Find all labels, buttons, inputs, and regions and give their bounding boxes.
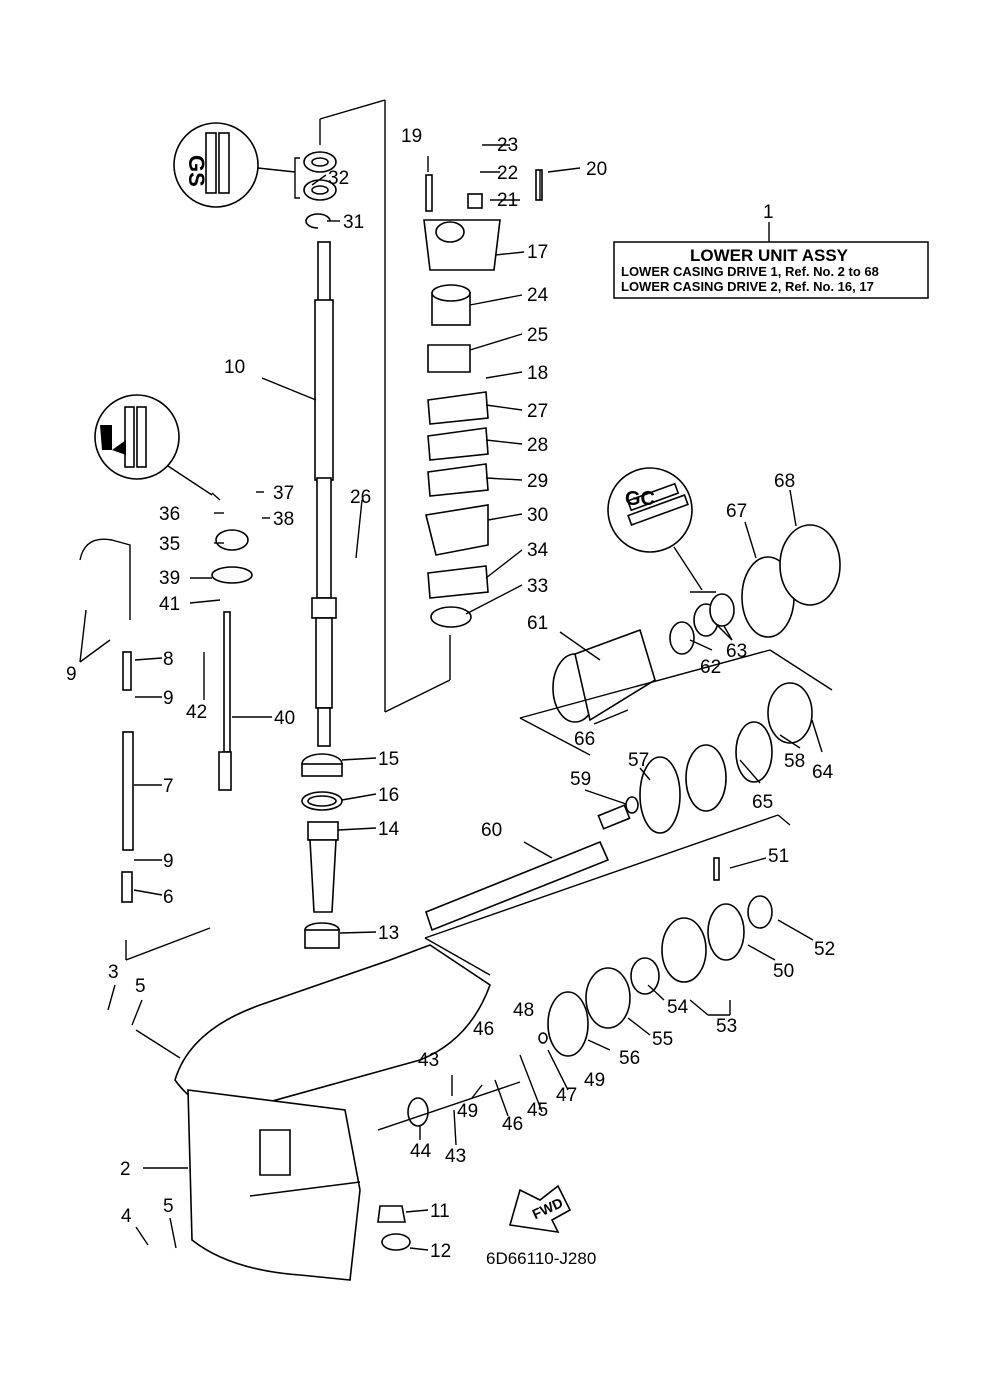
- legend-box: 1 LOWER UNIT ASSY LOWER CASING DRIVE 1, …: [613, 202, 929, 299]
- callout-27: 27: [527, 401, 548, 422]
- callout-49-left: 49: [457, 1101, 478, 1122]
- callout-10: 10: [224, 357, 245, 378]
- callout-68: 68: [774, 471, 795, 492]
- callout-9-b: 9: [163, 688, 174, 709]
- callout-3: 3: [108, 962, 119, 983]
- callout-43-bottom: 43: [445, 1146, 466, 1167]
- callout-9-c: 9: [163, 851, 174, 872]
- callout-25: 25: [527, 325, 548, 346]
- legend-ref-number: 1: [763, 202, 774, 223]
- sealant-icon-left: [94, 394, 221, 501]
- callout-60: 60: [481, 820, 502, 841]
- propeller-shaft: [425, 804, 631, 932]
- driveshaft-frame: [319, 99, 451, 713]
- callout-61: 61: [527, 613, 548, 634]
- gear-parts-right: [377, 524, 841, 1251]
- callout-53: 53: [716, 1016, 737, 1037]
- lower-casing: [174, 944, 491, 1281]
- callout-62: 62: [700, 657, 721, 678]
- callout-18: 18: [527, 363, 548, 384]
- callout-20: 20: [586, 159, 607, 180]
- callout-37: 37: [273, 483, 294, 504]
- grease-icon-top: GS: [173, 122, 300, 208]
- callout-11: 11: [430, 1201, 450, 1222]
- callout-17: 17: [527, 242, 548, 263]
- fwd-arrow: FWD: [508, 1184, 572, 1234]
- callout-4: 4: [121, 1206, 132, 1227]
- callout-51: 51: [768, 846, 789, 867]
- callout-41: 41: [159, 594, 180, 615]
- callout-34: 34: [527, 540, 549, 561]
- callout-55: 55: [652, 1029, 673, 1050]
- callout-65: 65: [752, 792, 773, 813]
- callout-63: 63: [726, 641, 747, 662]
- callout-5-bottom: 5: [163, 1196, 174, 1217]
- callout-44: 44: [410, 1141, 432, 1162]
- callout-43-top: 43: [418, 1050, 439, 1071]
- oil-seals: [303, 151, 337, 229]
- shaft-bearings: [301, 753, 343, 949]
- callout-8: 8: [163, 649, 174, 670]
- callout-31: 31: [343, 212, 364, 233]
- callout-47: 47: [556, 1085, 577, 1106]
- callout-58: 58: [784, 751, 805, 772]
- callout-45: 45: [527, 1100, 548, 1121]
- callout-50: 50: [773, 961, 794, 982]
- callout-23: 23: [497, 135, 518, 156]
- callout-13: 13: [378, 923, 399, 944]
- callout-39: 39: [159, 568, 180, 589]
- callout-54: 54: [667, 997, 689, 1018]
- legend-line-2: LOWER CASING DRIVE 2, Ref. No. 16, 17: [621, 279, 874, 294]
- shift-rod-parts: [79, 529, 253, 903]
- callout-2: 2: [120, 1159, 131, 1180]
- callout-64: 64: [812, 762, 834, 783]
- legend-title: LOWER UNIT ASSY: [690, 246, 849, 265]
- callout-21: 21: [497, 190, 518, 211]
- callout-57: 57: [628, 750, 649, 771]
- svg-text:GS: GS: [184, 155, 209, 187]
- callout-46-bottom: 46: [502, 1114, 523, 1135]
- callout-46-top: 46: [473, 1019, 494, 1040]
- callout-30: 30: [527, 505, 548, 526]
- callout-14: 14: [378, 819, 400, 840]
- legend-line-1: LOWER CASING DRIVE 1, Ref. No. 2 to 68: [621, 264, 879, 279]
- callout-15: 15: [378, 749, 399, 770]
- callout-40: 40: [274, 708, 295, 729]
- callout-24: 24: [527, 285, 549, 306]
- callout-numbers: 2 3 4 5 5 6 7 8 9 9 9 10 11 12 13 14 15 …: [66, 126, 835, 1262]
- callout-59: 59: [570, 769, 591, 790]
- callout-19: 19: [401, 126, 422, 147]
- callout-32: 32: [328, 168, 349, 189]
- callout-6: 6: [163, 887, 174, 908]
- callout-48: 48: [513, 1000, 534, 1021]
- callout-56: 56: [619, 1048, 640, 1069]
- callout-29: 29: [527, 471, 548, 492]
- callout-12: 12: [430, 1241, 451, 1262]
- callout-16: 16: [378, 785, 399, 806]
- callout-7: 7: [163, 776, 174, 797]
- callout-42: 42: [186, 702, 207, 723]
- callout-22: 22: [497, 163, 518, 184]
- callout-28: 28: [527, 435, 548, 456]
- leader-lines: [79, 144, 833, 1251]
- callout-66: 66: [574, 729, 595, 750]
- callout-49-right: 49: [584, 1070, 605, 1091]
- svg-text:GC: GC: [625, 488, 655, 510]
- diagram-code: 6D66110-J280: [486, 1249, 596, 1268]
- grease-icon-right: GC: [607, 467, 716, 593]
- callout-38: 38: [273, 509, 294, 530]
- drive-shaft: [311, 241, 337, 747]
- callout-5-top: 5: [135, 976, 146, 997]
- callout-52: 52: [814, 939, 835, 960]
- water-pump-parts: [423, 169, 543, 628]
- callout-67: 67: [726, 501, 747, 522]
- callout-33: 33: [527, 576, 548, 597]
- callout-36: 36: [159, 504, 180, 525]
- callout-26: 26: [350, 487, 371, 508]
- callout-35: 35: [159, 534, 180, 555]
- callout-9-a: 9: [66, 664, 77, 685]
